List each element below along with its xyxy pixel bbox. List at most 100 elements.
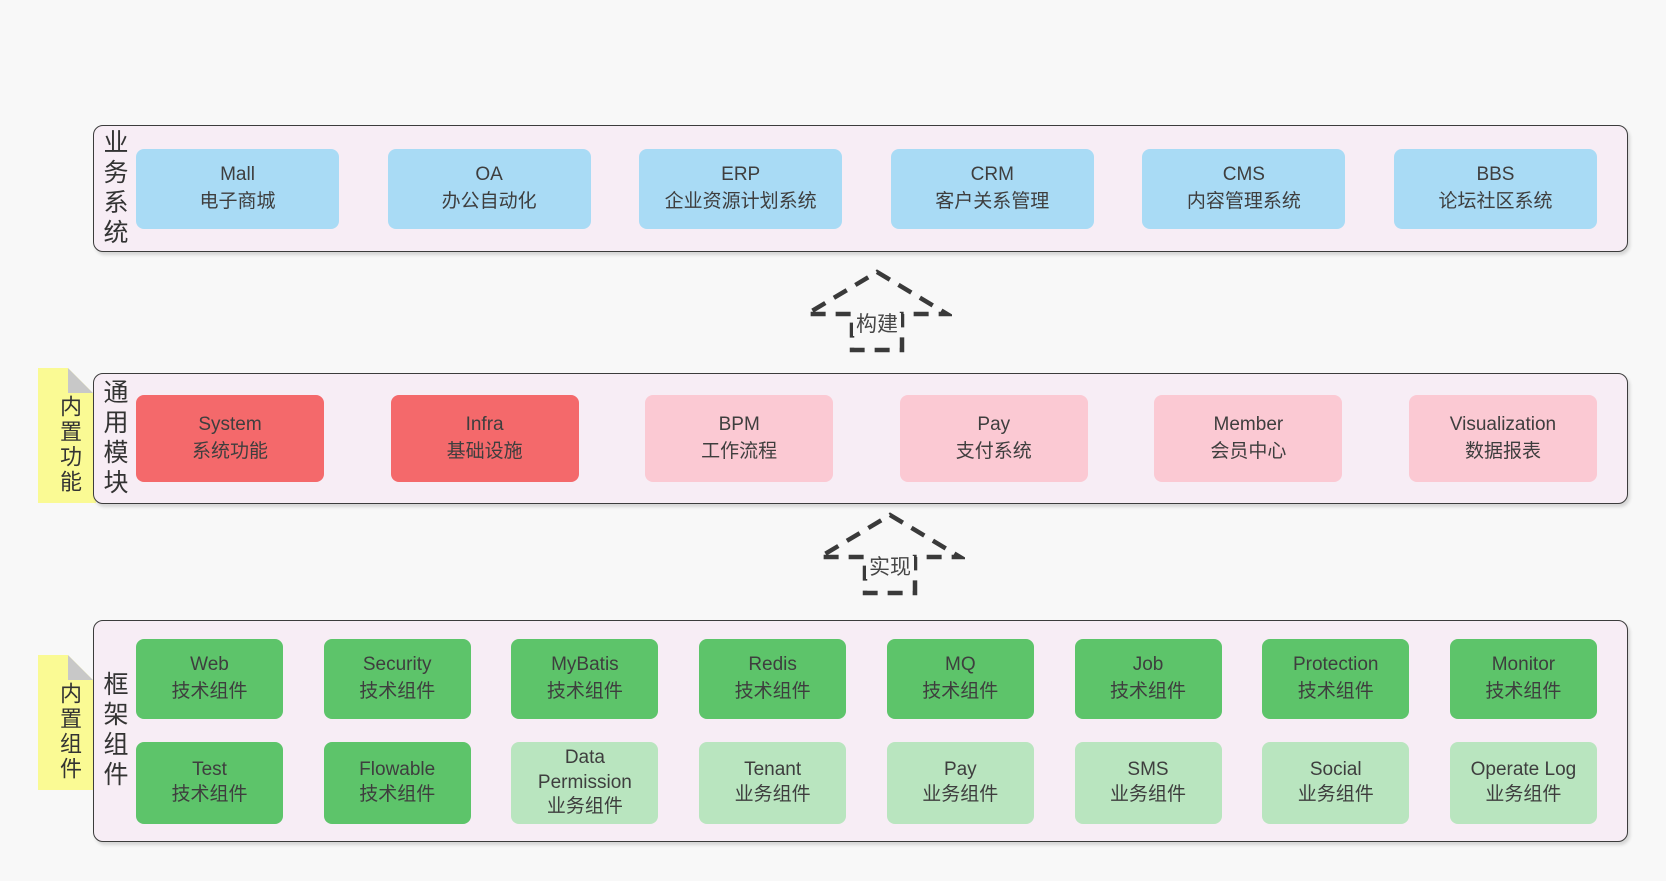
sticky-note-built-in-components: 内置组件 (38, 655, 96, 790)
box-subtitle: 技术组件 (171, 681, 248, 702)
folded-corner-icon (68, 655, 93, 680)
box-subtitle: 数据报表 (1464, 440, 1541, 462)
box-title: Security (362, 654, 432, 676)
box-cms: CMS 内容管理系统 (1142, 148, 1346, 229)
box-job: Job 技术组件 (1074, 639, 1222, 719)
box-title: Job (1132, 654, 1164, 676)
box-social: Social 业务组件 (1262, 742, 1410, 824)
box-title: MyBatis (551, 654, 619, 676)
box-subtitle: 业务组件 (1485, 784, 1562, 805)
box-subtitle: 技术组件 (922, 681, 999, 702)
box-title: Redis (748, 654, 797, 676)
box-subtitle: 技术组件 (734, 681, 811, 702)
sticky-label: 内置组件 (57, 682, 82, 782)
box-subtitle: 系统功能 (191, 440, 268, 462)
box-subtitle: 技术组件 (1297, 681, 1374, 702)
box-title: Pay (943, 759, 977, 781)
box-pay-business: Pay 业务组件 (886, 742, 1034, 824)
box-member: Member 会员中心 (1154, 395, 1343, 482)
business-systems-boxes: Mall 电子商城 OA 办公自动化 ERP 企业资源计划系统 CRM 客户关系… (132, 126, 1627, 251)
box-subtitle: 业务组件 (922, 784, 999, 805)
box-title: Monitor (1491, 654, 1556, 676)
band-label-framework-components: 框架组件 (100, 671, 128, 791)
box-protection: Protection 技术组件 (1262, 639, 1410, 719)
box-bpm: BPM 工作流程 (645, 395, 834, 482)
box-visualization: Visualization 数据报表 (1408, 395, 1597, 482)
common-modules-band: 通用模块 System 系统功能 Infra 基础设施 BPM 工作流程 Pay… (93, 373, 1628, 504)
box-operate-log: Operate Log 业务组件 (1449, 742, 1597, 824)
box-subtitle: 业务组件 (734, 784, 811, 805)
box-subtitle: 办公自动化 (441, 190, 537, 212)
band-label-common-modules: 通用模块 (100, 378, 128, 499)
band-label-business-systems: 业务系统 (100, 128, 128, 249)
box-subtitle: 企业资源计划系统 (664, 190, 817, 212)
box-redis: Redis 技术组件 (699, 639, 847, 719)
box-title: Web (190, 654, 229, 676)
box-bbs: BBS 论坛社区系统 (1393, 148, 1597, 229)
box-title: Tenant (744, 759, 802, 781)
sticky-label: 内置功能 (57, 395, 82, 495)
box-title: SMS (1127, 759, 1169, 781)
box-title: BPM (718, 413, 760, 435)
up-arrow-dashed-icon (815, 512, 965, 596)
box-system: System 系统功能 (136, 395, 324, 482)
box-subtitle: 支付系统 (955, 440, 1032, 462)
box-subtitle: 业务组件 (1297, 784, 1374, 805)
box-flowable: Flowable 技术组件 (323, 742, 471, 824)
box-test: Test 技术组件 (136, 742, 283, 824)
box-title: CRM (970, 163, 1014, 185)
box-oa: OA 办公自动化 (387, 148, 591, 229)
box-subtitle: 技术组件 (171, 784, 248, 805)
up-arrow-dashed-icon (802, 269, 952, 353)
box-subtitle: 内容管理系统 (1186, 190, 1301, 212)
box-title: Member (1213, 413, 1284, 435)
business-components-row: Test 技术组件 Flowable 技术组件 Data Permission … (136, 742, 1597, 824)
box-title: Social (1309, 759, 1362, 781)
box-crm: CRM 客户关系管理 (890, 148, 1094, 229)
implement-arrow: 实现 (815, 509, 965, 597)
box-subtitle: 客户关系管理 (935, 190, 1050, 212)
folded-corner-icon (68, 368, 93, 393)
box-subtitle: 技术组件 (359, 784, 436, 805)
box-web: Web 技术组件 (136, 639, 283, 719)
framework-components-rows: Web 技术组件 Security 技术组件 MyBatis 技术组件 Redi… (132, 621, 1627, 841)
box-title: ERP (721, 163, 761, 185)
box-subtitle: 工作流程 (701, 440, 778, 462)
business-systems-band: 业务系统 Mall 电子商城 OA 办公自动化 ERP 企业资源计划系统 CRM… (93, 125, 1628, 252)
arrow-label: 实现 (815, 551, 965, 581)
common-modules-boxes: System 系统功能 Infra 基础设施 BPM 工作流程 Pay 支付系统… (132, 374, 1627, 503)
box-title: MQ (945, 654, 976, 676)
box-title: Mall (220, 163, 255, 185)
box-subtitle: 技术组件 (1110, 681, 1187, 702)
box-title: Infra (465, 413, 504, 435)
box-subtitle: 会员中心 (1210, 440, 1287, 462)
box-subtitle: 技术组件 (546, 681, 623, 702)
box-subtitle: 业务组件 (546, 796, 623, 818)
arrow-label: 构建 (802, 308, 952, 338)
box-tenant: Tenant 业务组件 (699, 742, 847, 824)
box-subtitle: 电子商城 (199, 190, 276, 212)
box-subtitle: 业务组件 (1110, 784, 1187, 805)
box-subtitle: 技术组件 (1485, 681, 1562, 702)
box-title: CMS (1222, 163, 1265, 185)
box-title: OA (475, 163, 503, 185)
box-title: Operate Log (1470, 759, 1577, 781)
box-title: Test (192, 759, 227, 781)
technical-components-row: Web 技术组件 Security 技术组件 MyBatis 技术组件 Redi… (136, 639, 1597, 719)
box-monitor: Monitor 技术组件 (1449, 639, 1597, 719)
box-subtitle: 技术组件 (359, 681, 436, 702)
box-infra: Infra 基础设施 (390, 395, 579, 482)
box-mq: MQ 技术组件 (886, 639, 1034, 719)
framework-components-band: 框架组件 Web 技术组件 Security 技术组件 MyBatis 技术组件… (93, 620, 1628, 842)
box-pay: Pay 支付系统 (899, 395, 1088, 482)
box-sms: SMS 业务组件 (1074, 742, 1222, 824)
box-title: BBS (1476, 163, 1515, 185)
sticky-note-built-in-functions: 内置功能 (38, 368, 96, 503)
box-title: Pay (977, 413, 1011, 435)
box-erp: ERP 企业资源计划系统 (639, 148, 843, 229)
box-title: System (198, 413, 262, 435)
box-mall: Mall 电子商城 (136, 148, 339, 229)
box-data-permission: Data Permission 业务组件 (511, 742, 659, 824)
box-title: Data Permission (537, 746, 632, 793)
box-security: Security 技术组件 (323, 639, 471, 719)
